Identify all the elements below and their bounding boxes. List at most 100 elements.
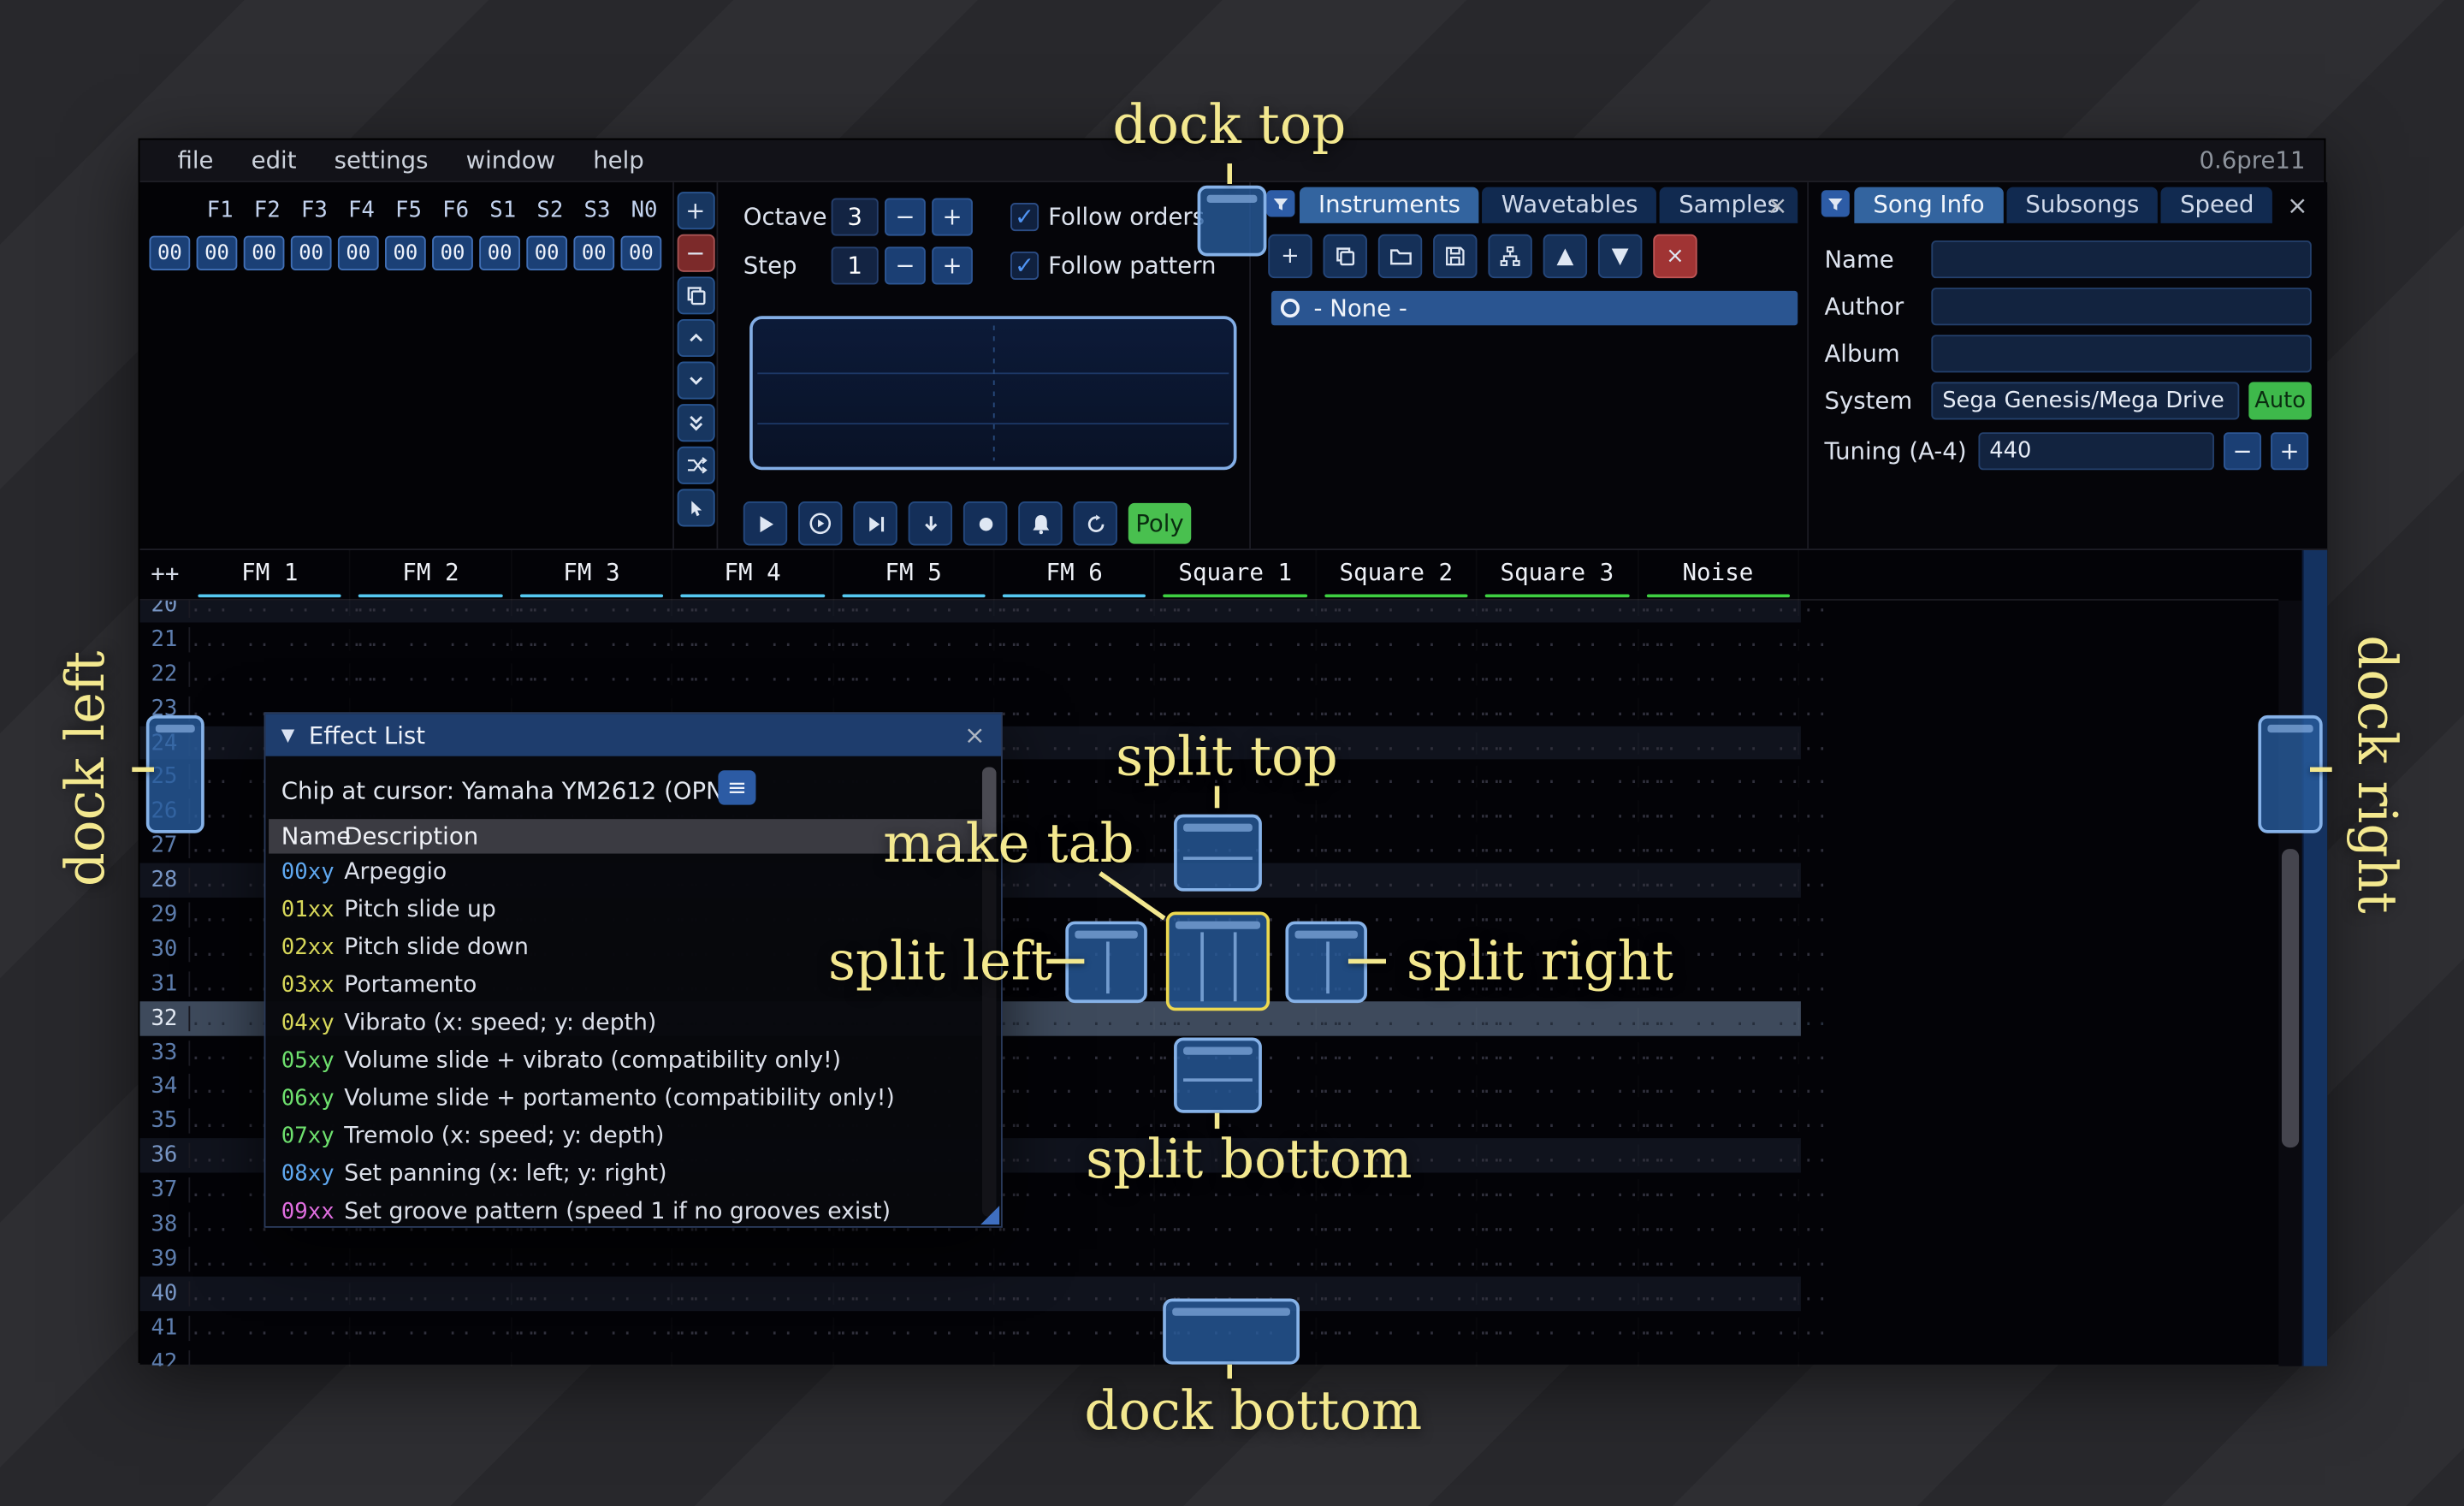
- pattern-row[interactable]: 21... .. .. ....... .. .. ....... .. .. …: [139, 622, 1800, 656]
- auto-system-button[interactable]: Auto: [2248, 382, 2311, 419]
- row-number[interactable]: 31: [139, 971, 190, 996]
- order-edit-mode-button[interactable]: [677, 489, 714, 526]
- author-field[interactable]: [1931, 288, 2311, 325]
- follow-pattern-checkbox[interactable]: ✓: [1010, 252, 1039, 280]
- pattern-cell[interactable]: ... .. .. ....: [351, 1317, 512, 1339]
- close-icon[interactable]: ×: [1763, 190, 1792, 218]
- duplicate-instrument-button[interactable]: [1324, 234, 1367, 278]
- dock-bottom-target[interactable]: [1163, 1298, 1300, 1364]
- pattern-cell[interactable]: ... .. .. ....: [672, 1248, 833, 1270]
- pattern-cell[interactable]: ... .. .. ....: [1478, 1007, 1638, 1029]
- order-cell-9[interactable]: 00: [621, 236, 662, 270]
- pattern-cell[interactable]: ... .. .. ....: [351, 1248, 512, 1270]
- row-number[interactable]: 34: [139, 1075, 190, 1100]
- pattern-cell[interactable]: ... .. .. ....: [995, 1041, 1156, 1064]
- pattern-cell[interactable]: ... .. .. ....: [351, 601, 512, 616]
- pattern-cell[interactable]: ... .. .. ....: [1478, 629, 1638, 651]
- pattern-cell[interactable]: ... .. .. ....: [1317, 1041, 1478, 1064]
- tuning-minus-button[interactable]: −: [2224, 432, 2261, 470]
- octave-plus-button[interactable]: +: [932, 198, 973, 235]
- dock-right-target[interactable]: [2258, 715, 2322, 833]
- pattern-cell[interactable]: ... .. .. ....: [1317, 601, 1478, 616]
- pattern-cell[interactable]: ... .. .. ....: [1317, 869, 1478, 892]
- channel-header-fm-4[interactable]: FM 4: [672, 550, 833, 601]
- menu-item-file[interactable]: file: [159, 143, 233, 177]
- pattern-cell[interactable]: ... .. .. ....: [995, 629, 1156, 651]
- pattern-cell[interactable]: ... .. .. ....: [1478, 1076, 1638, 1098]
- pattern-cell[interactable]: ... .. .. ....: [1317, 663, 1478, 685]
- pattern-cell[interactable]: ... .. .. ....: [351, 1351, 512, 1366]
- pattern-cell[interactable]: ... .. .. ....: [1638, 697, 1799, 720]
- pattern-cell[interactable]: ... .. .. ....: [1478, 1111, 1638, 1133]
- poly-toggle-button[interactable]: Poly: [1128, 503, 1191, 544]
- octave-value[interactable]: 3: [832, 198, 879, 235]
- menu-item-settings[interactable]: settings: [316, 143, 447, 177]
- order-cell-3[interactable]: 00: [338, 236, 379, 270]
- pattern-cell[interactable]: ... .. .. ....: [1478, 732, 1638, 754]
- pattern-row[interactable]: 39... .. .. ....... .. .. ....... .. .. …: [139, 1242, 1800, 1276]
- order-cell-2[interactable]: 00: [291, 236, 332, 270]
- move-order-down-button[interactable]: [677, 362, 714, 400]
- pattern-row[interactable]: 40... .. .. ....... .. .. ....... .. .. …: [139, 1276, 1800, 1310]
- instrument-none-item[interactable]: - None -: [1271, 291, 1798, 325]
- pattern-cell[interactable]: ... .. .. ....: [1317, 1317, 1478, 1339]
- pattern-cell[interactable]: ... .. .. ....: [1317, 1351, 1478, 1366]
- pattern-cell[interactable]: ... .. .. ....: [512, 663, 672, 685]
- pattern-cell[interactable]: ... .. .. ....: [190, 629, 351, 651]
- pattern-cell[interactable]: ... .. .. ....: [1317, 697, 1478, 720]
- record-button[interactable]: [963, 501, 1007, 545]
- pattern-cell[interactable]: ... .. .. ....: [190, 1283, 351, 1305]
- pattern-cell[interactable]: ... .. .. ....: [1638, 1145, 1799, 1167]
- pattern-cell[interactable]: ... .. .. ....: [1638, 629, 1799, 651]
- pattern-cell[interactable]: ... .. .. ....: [1317, 1283, 1478, 1305]
- make-tab-target[interactable]: [1166, 912, 1270, 1011]
- add-order-button[interactable]: +: [677, 192, 714, 229]
- tab-instruments[interactable]: Instruments: [1300, 187, 1479, 223]
- row-number[interactable]: 20: [139, 601, 190, 618]
- pattern-cell[interactable]: ... .. .. ....: [672, 601, 833, 616]
- pattern-cell[interactable]: ... .. .. ....: [1156, 1213, 1317, 1236]
- tab-song-info[interactable]: Song Info: [1854, 187, 2003, 223]
- pattern-cell[interactable]: ... .. .. ....: [1638, 1317, 1799, 1339]
- pattern-cell[interactable]: ... .. .. ....: [1317, 801, 1478, 823]
- repeat-button[interactable]: [1073, 501, 1116, 545]
- pattern-cell[interactable]: ... .. .. ....: [1478, 766, 1638, 788]
- pattern-cell[interactable]: ... .. .. ....: [512, 1351, 672, 1366]
- pattern-cell[interactable]: ... .. .. ....: [1478, 1213, 1638, 1236]
- row-number[interactable]: 42: [139, 1349, 190, 1366]
- pattern-cell[interactable]: ... .. .. ....: [1638, 869, 1799, 892]
- expand-columns-button[interactable]: ++: [139, 550, 190, 597]
- pattern-cell[interactable]: ... .. .. ....: [1638, 1351, 1799, 1366]
- row-number[interactable]: 41: [139, 1315, 190, 1340]
- pattern-cell[interactable]: ... .. .. ....: [995, 1213, 1156, 1236]
- orders-row[interactable]: 0000000000000000000000: [149, 236, 661, 270]
- stop-button[interactable]: [909, 501, 952, 545]
- tab-wavetables[interactable]: Wavetables: [1483, 187, 1657, 223]
- menu-item-help[interactable]: help: [574, 143, 663, 177]
- channel-header-fm-3[interactable]: FM 3: [512, 550, 672, 601]
- pattern-cell[interactable]: ... .. .. ....: [1638, 1179, 1799, 1201]
- pattern-cell[interactable]: ... .. .. ....: [1478, 1317, 1638, 1339]
- channel-header-square-3[interactable]: Square 3: [1478, 550, 1638, 601]
- pattern-cell[interactable]: ... .. .. ....: [672, 629, 833, 651]
- pattern-cell[interactable]: ... .. .. ....: [995, 1317, 1156, 1339]
- pattern-cell[interactable]: ... .. .. ....: [834, 1283, 995, 1305]
- open-instrument-button[interactable]: [1378, 234, 1422, 278]
- step-plus-button[interactable]: +: [932, 246, 973, 284]
- pattern-cell[interactable]: ... .. .. ....: [834, 629, 995, 651]
- duplicate-order-end-button[interactable]: [677, 404, 714, 442]
- pattern-cell[interactable]: ... .. .. ....: [512, 1248, 672, 1270]
- pattern-cell[interactable]: ... .. .. ....: [1156, 629, 1317, 651]
- order-row-index[interactable]: 00: [149, 236, 190, 270]
- pattern-cell[interactable]: ... .. .. ....: [351, 629, 512, 651]
- octave-minus-button[interactable]: −: [885, 198, 926, 235]
- channel-header-fm-5[interactable]: FM 5: [834, 550, 995, 601]
- pattern-cell[interactable]: ... .. .. ....: [1156, 1248, 1317, 1270]
- pattern-cell[interactable]: ... .. .. ....: [995, 1248, 1156, 1270]
- duplicate-order-button[interactable]: [677, 276, 714, 314]
- effect-row[interactable]: 04xyVibrato (x: speed; y: depth): [269, 1005, 982, 1042]
- menu-item-edit[interactable]: edit: [233, 143, 316, 177]
- pattern-cell[interactable]: ... .. .. ....: [834, 601, 995, 616]
- row-number[interactable]: 22: [139, 661, 190, 686]
- channel-header-fm-2[interactable]: FM 2: [351, 550, 512, 601]
